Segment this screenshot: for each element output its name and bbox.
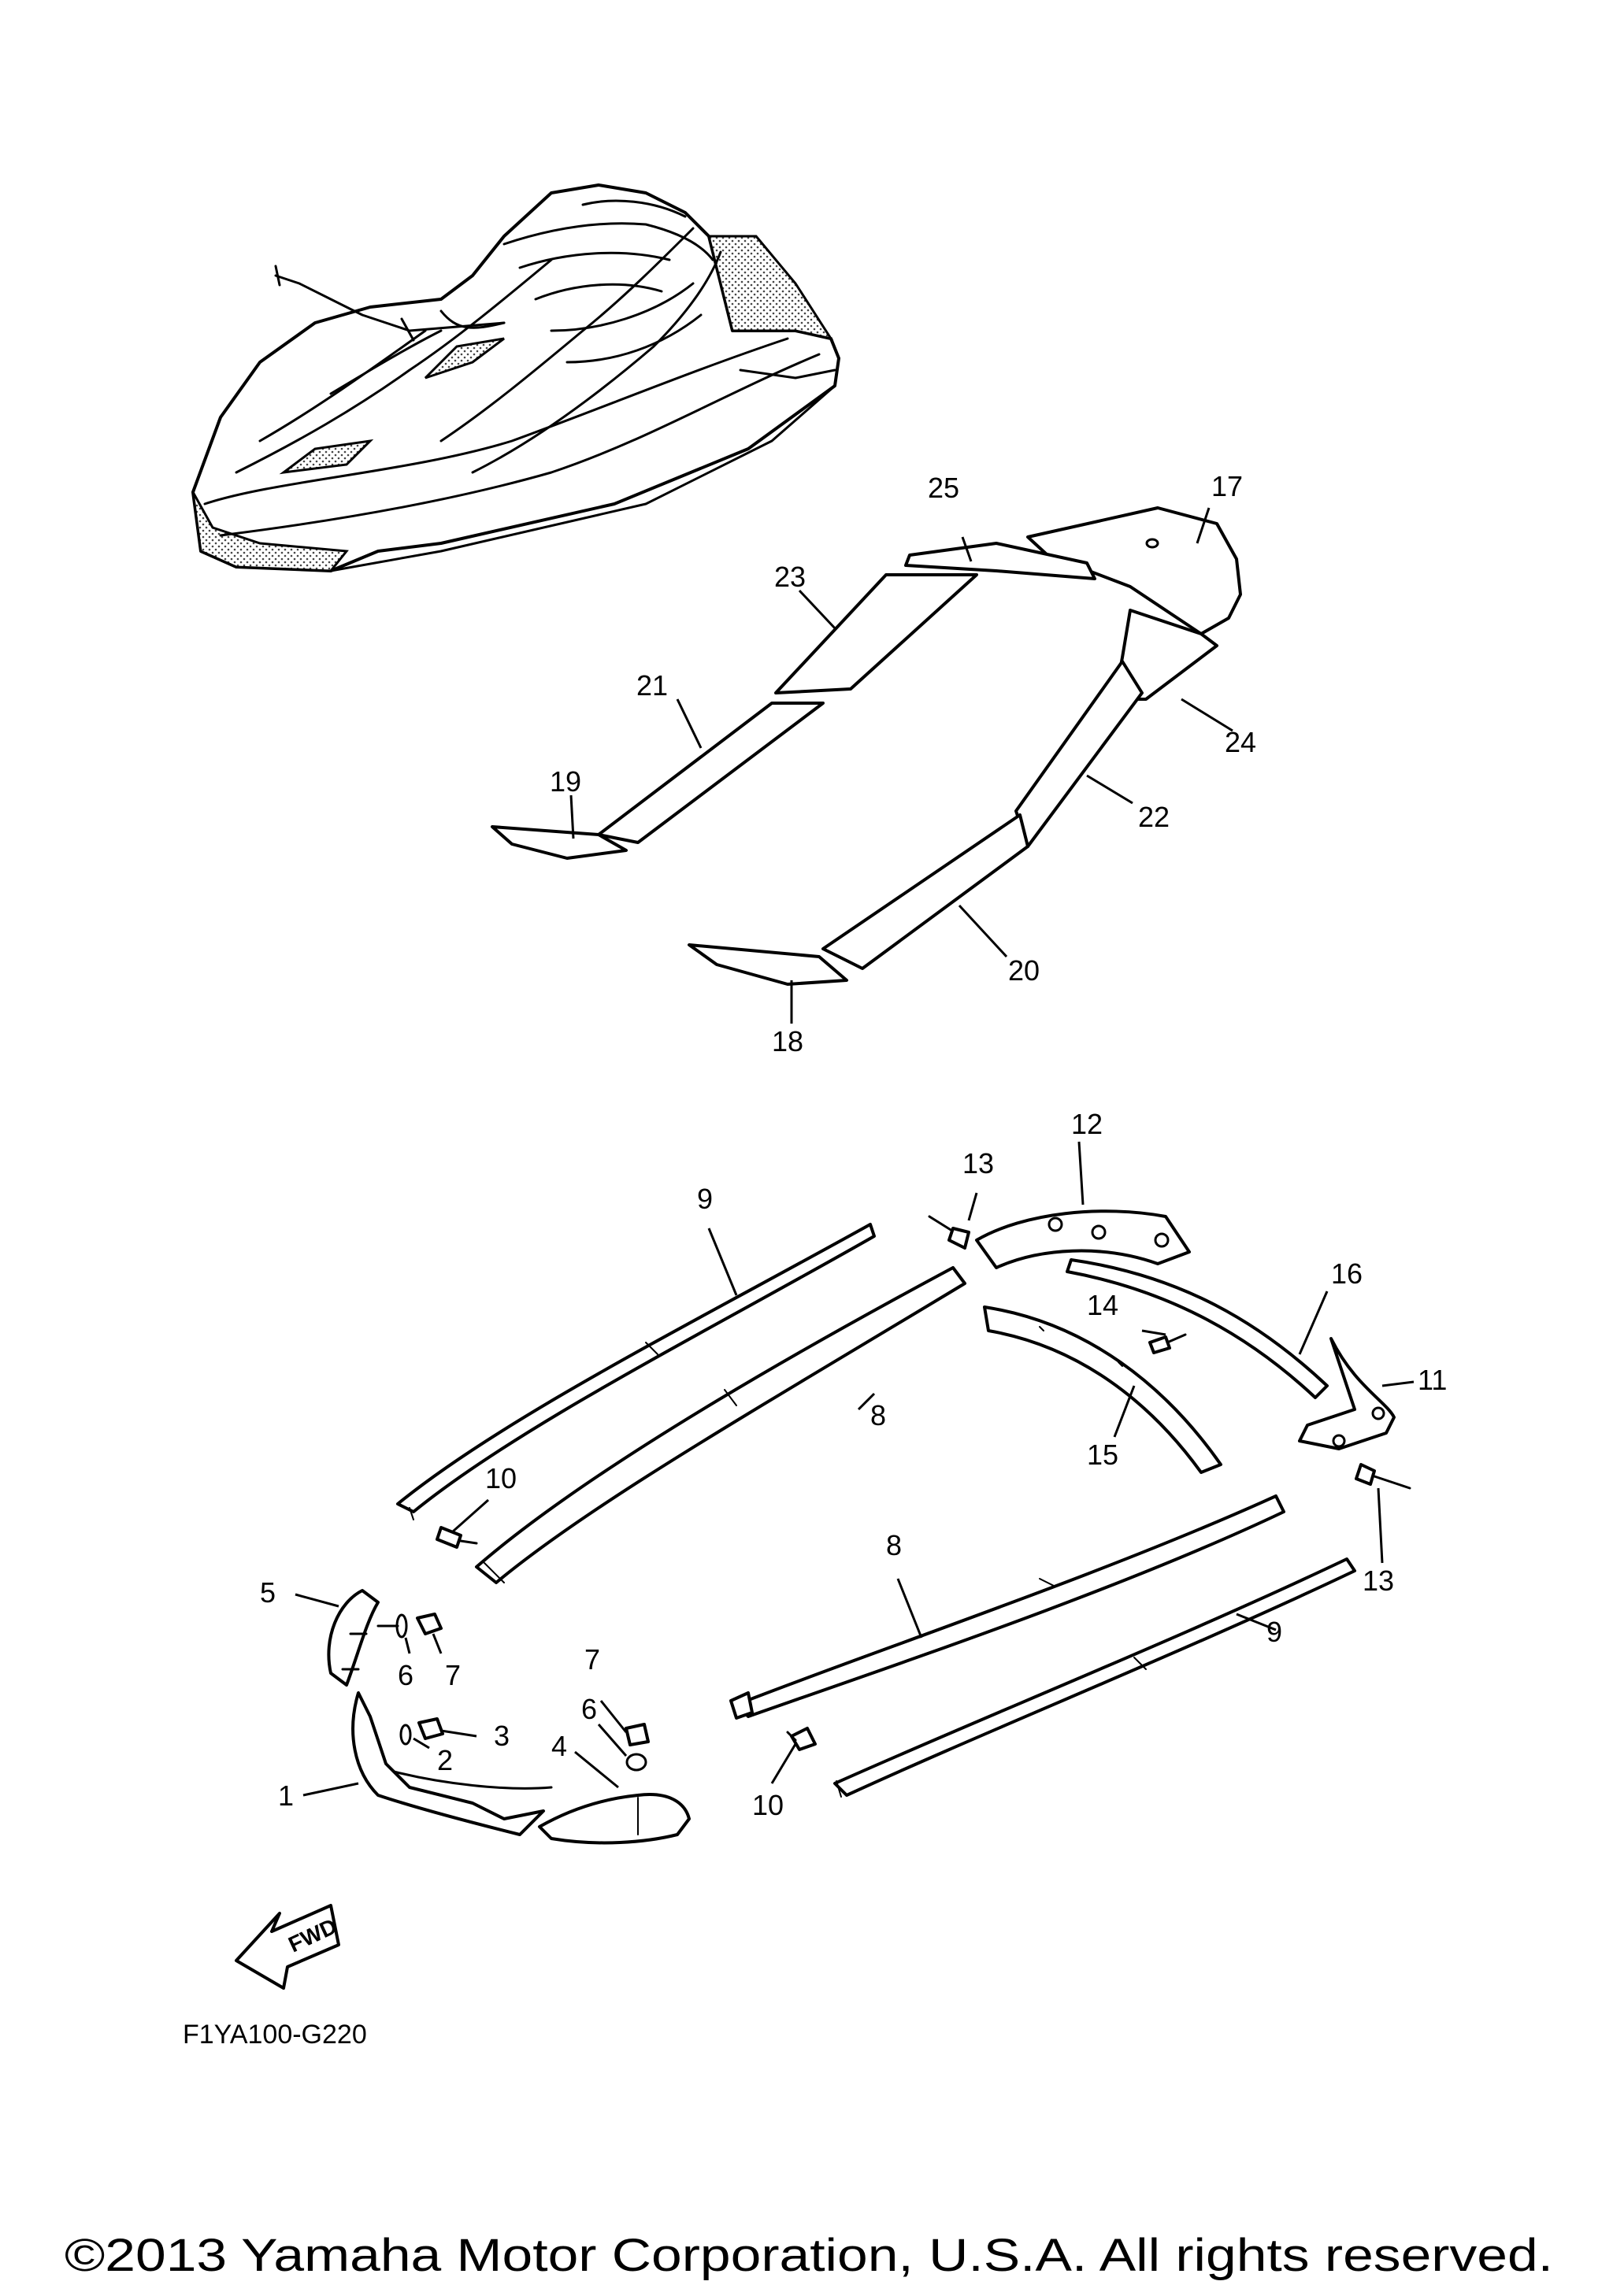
callout-17: 17 [1211,470,1243,502]
washer-2 [399,1724,412,1746]
mat-24 [1113,609,1218,701]
callout-4: 4 [551,1730,567,1762]
mat-18 [688,943,848,986]
callout-labels: 17 25 23 21 19 24 22 20 18 12 13 9 16 14… [260,470,1447,1821]
callout-7-upper: 7 [445,1659,461,1691]
callout-10-lower: 10 [752,1789,784,1821]
callout-8-upper: 8 [870,1399,886,1431]
callout-1: 1 [278,1779,294,1812]
callout-5: 5 [260,1576,276,1609]
washer-6-lower [625,1753,647,1772]
rail-8-lower [735,1494,1285,1718]
callout-14: 14 [1087,1289,1118,1321]
callout-24: 24 [1225,726,1256,758]
mat-set [491,506,1242,986]
callout-20: 20 [1008,954,1040,987]
callout-9-upper: 9 [697,1183,713,1215]
screw-10-lower [790,1727,817,1751]
rail-9-lower [833,1557,1356,1797]
rail-9-upper [396,1223,876,1513]
spray-rail-1 [351,1691,545,1836]
callout-10-upper: 10 [485,1462,517,1494]
callout-6-upper: 6 [398,1659,413,1691]
callout-3: 3 [494,1720,510,1752]
end-cap-11 [1298,1337,1396,1450]
callout-23: 23 [774,561,806,593]
callout-9-lower: 9 [1266,1616,1282,1648]
callout-7-lower: 7 [584,1643,600,1676]
callout-21: 21 [636,669,668,702]
callout-22: 22 [1138,801,1170,833]
watercraft-illustration [191,183,840,572]
callout-12: 12 [1071,1108,1103,1140]
screw-10-upper [436,1526,462,1549]
rail-16 [1066,1258,1329,1399]
nut-7-upper [416,1613,443,1635]
fwd-arrow-icon: FWD [235,1904,340,1990]
callout-25: 25 [928,472,959,504]
rivet-14 [1148,1335,1171,1354]
bow-parts [327,1589,691,1845]
bumper-4 [538,1793,691,1845]
bracket-12 [975,1209,1191,1269]
mat-22 [1014,660,1144,848]
nut-7-lower [625,1723,650,1746]
callout-11: 11 [1418,1364,1447,1396]
mat-25 [904,542,1096,580]
mat-21 [597,702,825,844]
callout-8-lower: 8 [886,1529,902,1561]
callout-18: 18 [772,1025,803,1057]
leader-lines [295,507,1415,1797]
rail-15 [983,1305,1222,1474]
callout-2: 2 [437,1744,453,1776]
mat-23 [774,573,978,694]
copyright-notice: ©2013 Yamaha Motor Corporation, U.S.A. A… [65,2230,1553,2281]
callout-16: 16 [1331,1257,1363,1290]
callout-6-lower: 6 [581,1693,597,1725]
bumper-5 [327,1589,380,1687]
rail-8-upper [475,1266,966,1584]
mat-20 [821,813,1029,970]
callout-19: 19 [550,765,581,798]
drawing-code: F1YA100-G220 [183,2020,367,2050]
callout-13-lower: 13 [1363,1565,1394,1597]
callout-15: 15 [1087,1439,1118,1471]
nut-3 [417,1717,444,1740]
callout-13-upper: 13 [962,1147,994,1179]
rail-parts [396,1209,1411,1798]
mat-19 [491,825,628,860]
